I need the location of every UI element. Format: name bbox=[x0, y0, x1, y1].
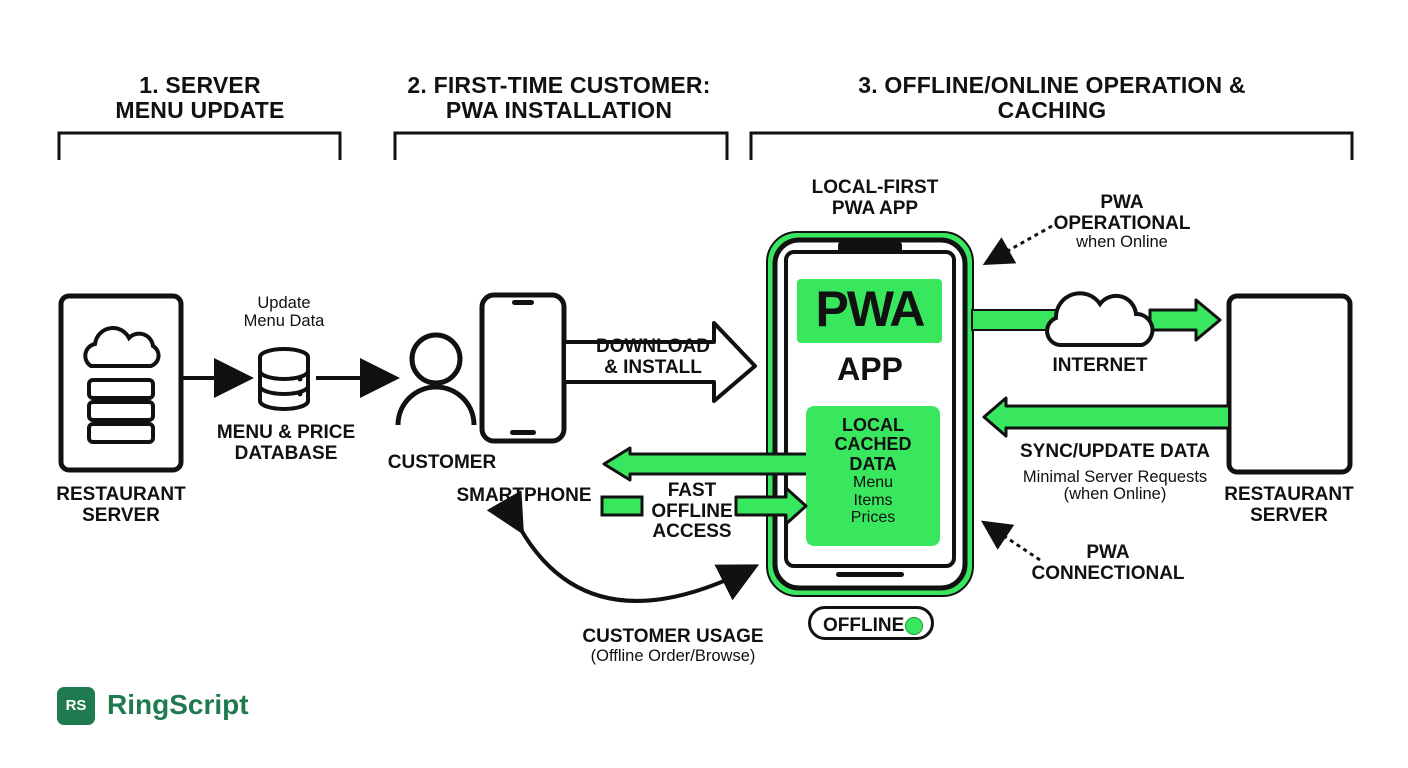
cache-item-prices: Prices bbox=[850, 508, 896, 526]
ringscript-logo-icon: RS bbox=[57, 687, 95, 725]
pwa-operational-line2: OPERATIONAL bbox=[1053, 212, 1191, 234]
section-1-title: 1. SERVER MENU UPDATE bbox=[90, 73, 310, 123]
restaurant-server-right-line1: RESTAURANT bbox=[1224, 484, 1354, 505]
pwa-operational-label: PWA OPERATIONAL when Online bbox=[1042, 192, 1202, 252]
fast-offline-access-label: FAST OFFLINE ACCESS bbox=[640, 480, 744, 543]
section-2-bracket bbox=[393, 131, 729, 160]
sync-line2: Minimal Server Requests bbox=[1022, 467, 1208, 486]
download-install-arrow bbox=[566, 321, 757, 403]
section-1-bracket bbox=[57, 131, 342, 160]
pwa-to-server-arrow bbox=[971, 298, 1222, 342]
section-3-title-line1: 3. OFFLINE/ONLINE OPERATION & bbox=[858, 72, 1246, 98]
local-cache-box bbox=[806, 406, 940, 546]
database-label: MENU & PRICE DATABASE bbox=[206, 422, 366, 464]
smartphone-icon bbox=[479, 292, 567, 444]
offline-toggle-label: OFFLINE bbox=[823, 615, 905, 636]
server-right-icon bbox=[1226, 293, 1353, 475]
customer-label: CUSTOMER bbox=[387, 452, 497, 473]
smartphone-label: SMARTPHONE bbox=[456, 485, 592, 506]
app-label: APP bbox=[837, 351, 903, 387]
restaurant-server-right-line2: SERVER bbox=[1250, 504, 1328, 526]
sync-line1: SYNC/UPDATE DATA bbox=[1020, 441, 1210, 462]
offline-toggle[interactable]: OFFLINE bbox=[808, 606, 934, 640]
update-menu-label: Update Menu Data bbox=[224, 294, 344, 331]
cache-line2: CACHED bbox=[834, 434, 912, 455]
fast-access-line1: FAST bbox=[667, 480, 717, 501]
customer-usage-arrow bbox=[486, 490, 760, 603]
customer-person-icon bbox=[395, 332, 477, 426]
pwa-operational-line3: when Online bbox=[1076, 233, 1168, 252]
restaurant-server-left-label: RESTAURANT SERVER bbox=[40, 484, 202, 526]
sync-arrow bbox=[982, 396, 1228, 438]
internet-label: INTERNET bbox=[1052, 355, 1148, 376]
section-3-title: 3. OFFLINE/ONLINE OPERATION & CACHING bbox=[842, 73, 1262, 123]
cache-line3: DATA bbox=[849, 453, 897, 474]
section-2-title: 2. FIRST-TIME CUSTOMER: PWA INSTALLATION bbox=[398, 73, 720, 123]
update-menu-line1: Update bbox=[257, 294, 311, 312]
download-line2: & INSTALL bbox=[604, 356, 702, 378]
ringscript-logo-text: RingScript bbox=[107, 689, 249, 721]
pwa-connectional-line1: PWA bbox=[1086, 542, 1130, 563]
cache-line1: LOCAL bbox=[842, 415, 904, 435]
section-3-bracket bbox=[749, 131, 1354, 160]
cache-item-items: Items bbox=[853, 491, 893, 509]
pwa-app-title-line1: LOCAL-FIRST bbox=[811, 177, 939, 198]
database-icon bbox=[258, 347, 310, 411]
brand-name-part1: Ring bbox=[107, 689, 170, 720]
section-1-title-line1: 1. SERVER bbox=[139, 72, 261, 98]
database-line1: MENU & PRICE bbox=[216, 422, 356, 443]
pwa-connectional-label: PWA CONNECTIONAL bbox=[1030, 542, 1186, 584]
customer-usage-line1: CUSTOMER USAGE bbox=[582, 626, 764, 647]
section-2-title-line1: 2. FIRST-TIME CUSTOMER: bbox=[407, 72, 711, 98]
restaurant-server-right-label: RESTAURANT SERVER bbox=[1208, 484, 1370, 526]
pwa-app-title-line2: PWA APP bbox=[831, 197, 919, 219]
offline-status-dot bbox=[905, 617, 923, 635]
customer-usage-line2: (Offline Order/Browse) bbox=[590, 646, 756, 665]
restaurant-server-left-line1: RESTAURANT bbox=[56, 484, 186, 505]
brand-name-part2: Script bbox=[169, 689, 249, 720]
connectional-pointer bbox=[981, 520, 1041, 562]
database-line2: DATABASE bbox=[234, 442, 338, 464]
update-menu-line2: Menu Data bbox=[243, 311, 325, 330]
fast-access-line3: ACCESS bbox=[652, 521, 732, 543]
local-cache-text: LOCAL CACHED DATA Menu Items Prices bbox=[806, 415, 940, 526]
server-left-icon bbox=[58, 293, 184, 473]
pwa-logo-tile bbox=[797, 279, 942, 343]
pwa-app-title: LOCAL-FIRST PWA APP bbox=[790, 177, 960, 219]
fast-access-line2: OFFLINE bbox=[651, 500, 733, 522]
section-3-title-line2: CACHING bbox=[997, 96, 1107, 123]
cache-to-smartphone-arrow bbox=[602, 446, 806, 482]
internet-cloud-icon bbox=[1045, 291, 1155, 347]
pwa-connectional-line2: CONNECTIONAL bbox=[1031, 562, 1185, 584]
sync-label: SYNC/UPDATE DATA Minimal Server Requests… bbox=[1000, 441, 1230, 504]
download-install-label: DOWNLOAD & INSTALL bbox=[588, 336, 718, 378]
download-line1: DOWNLOAD bbox=[596, 336, 710, 357]
section-1-title-line2: MENU UPDATE bbox=[115, 96, 285, 123]
cache-item-menu: Menu bbox=[852, 474, 894, 492]
section-2-title-line2: PWA INSTALLATION bbox=[445, 96, 673, 123]
customer-usage-label: CUSTOMER USAGE (Offline Order/Browse) bbox=[566, 626, 780, 665]
pwa-operational-line1: PWA bbox=[1100, 192, 1144, 213]
sync-line3: (when Online) bbox=[1063, 485, 1167, 504]
pwa-logo-text: PWA bbox=[815, 281, 926, 337]
restaurant-server-left-line2: SERVER bbox=[82, 504, 160, 526]
